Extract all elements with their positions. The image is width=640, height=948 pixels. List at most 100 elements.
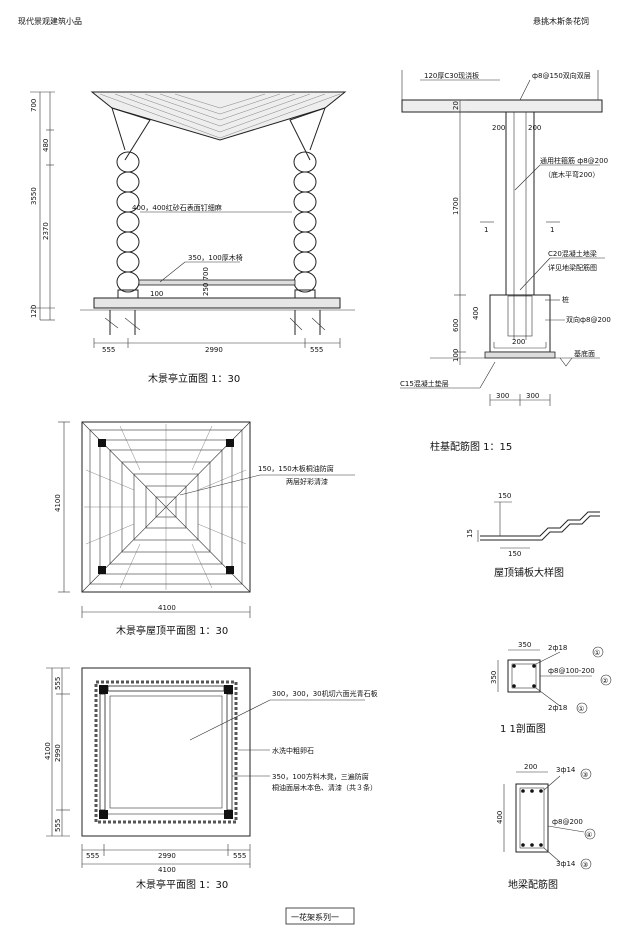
sec-dim-350-top: 350 [518,641,531,649]
beam-marker-3-top: ③ [582,771,588,779]
roof-note: 150，150木板桐油防腐 [258,464,334,473]
header-right-title: 悬挑木斯条花饲 [533,16,589,26]
roof-column-nw [98,439,106,447]
sec-label-top: 2ф18 [548,644,567,652]
column-detail-title: 柱基配筋图 1：15 [430,440,512,453]
note-stirrup-2: （底木平弯200） [544,170,599,179]
beam-dim-200: 200 [524,763,537,771]
bench-top [107,685,225,692]
ground-beam-title: 地梁配筋图 [508,878,558,891]
bench-left [99,693,106,811]
beam-marker-3-bottom: ③ [582,861,588,869]
left-column [116,151,140,301]
floor-dim-4100-b: 4100 [158,866,176,874]
note-base-surface: 基底面 [574,349,595,358]
note-bench: 350，100厚木椅 [188,253,243,262]
floor-note-stone: 300，300，30机切六面光青石板 [272,689,378,698]
roof-column-ne [226,439,234,447]
section-mark-right: 1 [550,226,554,234]
floor-dim-555-bottom: 555 [54,819,62,832]
roof-slats [84,424,248,590]
top-slab [401,99,603,113]
floor-column-sw [99,810,108,819]
note-slab-rebar: ф8@150双向双层 [532,71,591,80]
floor-dim-2990-left: 2990 [54,744,62,762]
floor-dim-4100-left: 4100 [44,742,52,760]
roof-note-2: 两层好彩清漆 [286,477,328,486]
roof-board-detail: 150 15 150 屋顶铺板大样图 [466,492,600,579]
dim-100: 100 [452,349,460,362]
floor-column-nw [99,685,108,694]
dim-1700: 1700 [452,197,460,215]
roof-outline [81,421,251,593]
floor-column-ne [224,685,233,694]
column-footing-detail: 120厚C30现浇板 ф8@150双向双层 1 1 基底面 通用柱箍筋 ф8@2… [400,70,611,453]
dim-2370: 2370 [42,222,50,240]
dim-20: 20 [452,101,460,110]
board-dim-150-bottom: 150 [508,550,521,558]
dim-400: 400 [472,307,480,320]
dim-300-b: 300 [526,392,539,400]
section-mark-left: 1 [484,226,488,234]
base-slab [93,297,341,309]
dim-555-left: 555 [102,346,115,354]
note-cushion: C15混凝土垫层 [400,379,449,388]
roof-column-se [226,566,234,574]
beam-dim-400: 400 [496,811,504,824]
sec-marker-2: ② [602,677,608,685]
dim-600: 600 [452,319,460,332]
sec-label-bottom: 2ф18 [548,704,567,712]
section-1-1-title: 1 1剖面图 [500,722,546,735]
floor-note-pebble: 水洗中粗卵石 [272,746,314,755]
floor-column-se [224,810,233,819]
note-mesh: 双向ф8@200 [566,315,611,324]
footer-box [285,907,355,925]
dim-2990: 2990 [205,346,223,354]
dim-small-100: 100 [150,290,163,298]
note-pile: 桩 [562,295,569,304]
dim-480: 480 [42,139,50,152]
board-dim-150-top: 150 [498,492,511,500]
bench-right [226,693,233,811]
floor-note-bench-2: 桐油面层木本色、清漆（共３条） [272,783,377,792]
beam-label-mid: ф8@200 [552,818,583,826]
dim-120: 120 [30,305,38,318]
sec-marker-1-top: ① [594,649,600,657]
floor-plan-title: 木景亭平面图 1：30 [136,878,228,891]
floor-dim-555-b1: 555 [86,852,99,860]
floor-dim-555-top: 555 [54,677,62,690]
dim-300-a: 300 [496,392,509,400]
board-steps [480,511,600,537]
beam-label-top: 3ф14 [556,766,576,774]
roof-column-sw [98,566,106,574]
sec-label-mid: ф8@100-200 [548,667,595,675]
dim-200-b: 200 [528,124,541,132]
pebble-border [94,680,238,824]
beam-marker-4: ④ [586,831,592,839]
roof-board-title: 屋顶铺板大样图 [494,566,564,579]
floor-dim-555-b2: 555 [233,852,246,860]
floor-plan: 555 4100 2990 555 555 2990 555 4100 300，… [44,667,378,891]
footings [109,310,321,335]
section-1-1: 350 350 2ф18 ① ф8@100-200 ② 2ф18 ① 1 1剖面… [490,641,612,735]
dim-3550: 3550 [30,187,38,205]
floor-note-bench: 350，100方料木凳，三遍防腐 [272,772,369,781]
roof-braces [111,107,326,161]
board-dim-15: 15 [466,529,474,538]
dim-200-a: 200 [492,124,505,132]
elevation-title: 木景亭立面图 1：30 [148,372,240,385]
dim-small-250: 250 700 [202,267,210,296]
beam-box [515,783,549,853]
footer-series: 一花架系列一 [291,912,339,922]
header-left-title: 现代景观建筑小品 [18,16,82,26]
note-stone-finish: 400，400红砂石表面钉细麻 [132,203,222,212]
roof-plan-title: 木景亭屋顶平面图 1：30 [116,624,228,637]
sec-dim-350-left: 350 [490,671,498,684]
bench [138,279,296,286]
dim-700: 700 [30,99,38,112]
note-ground-beam-2: 详见地梁配筋图 [548,263,597,272]
beam-label-bottom: 3ф14 [556,860,576,868]
pavilion-elevation: 700 480 2370 3550 120 555 2990 555 400，4… [30,91,355,385]
right-column [293,151,317,301]
